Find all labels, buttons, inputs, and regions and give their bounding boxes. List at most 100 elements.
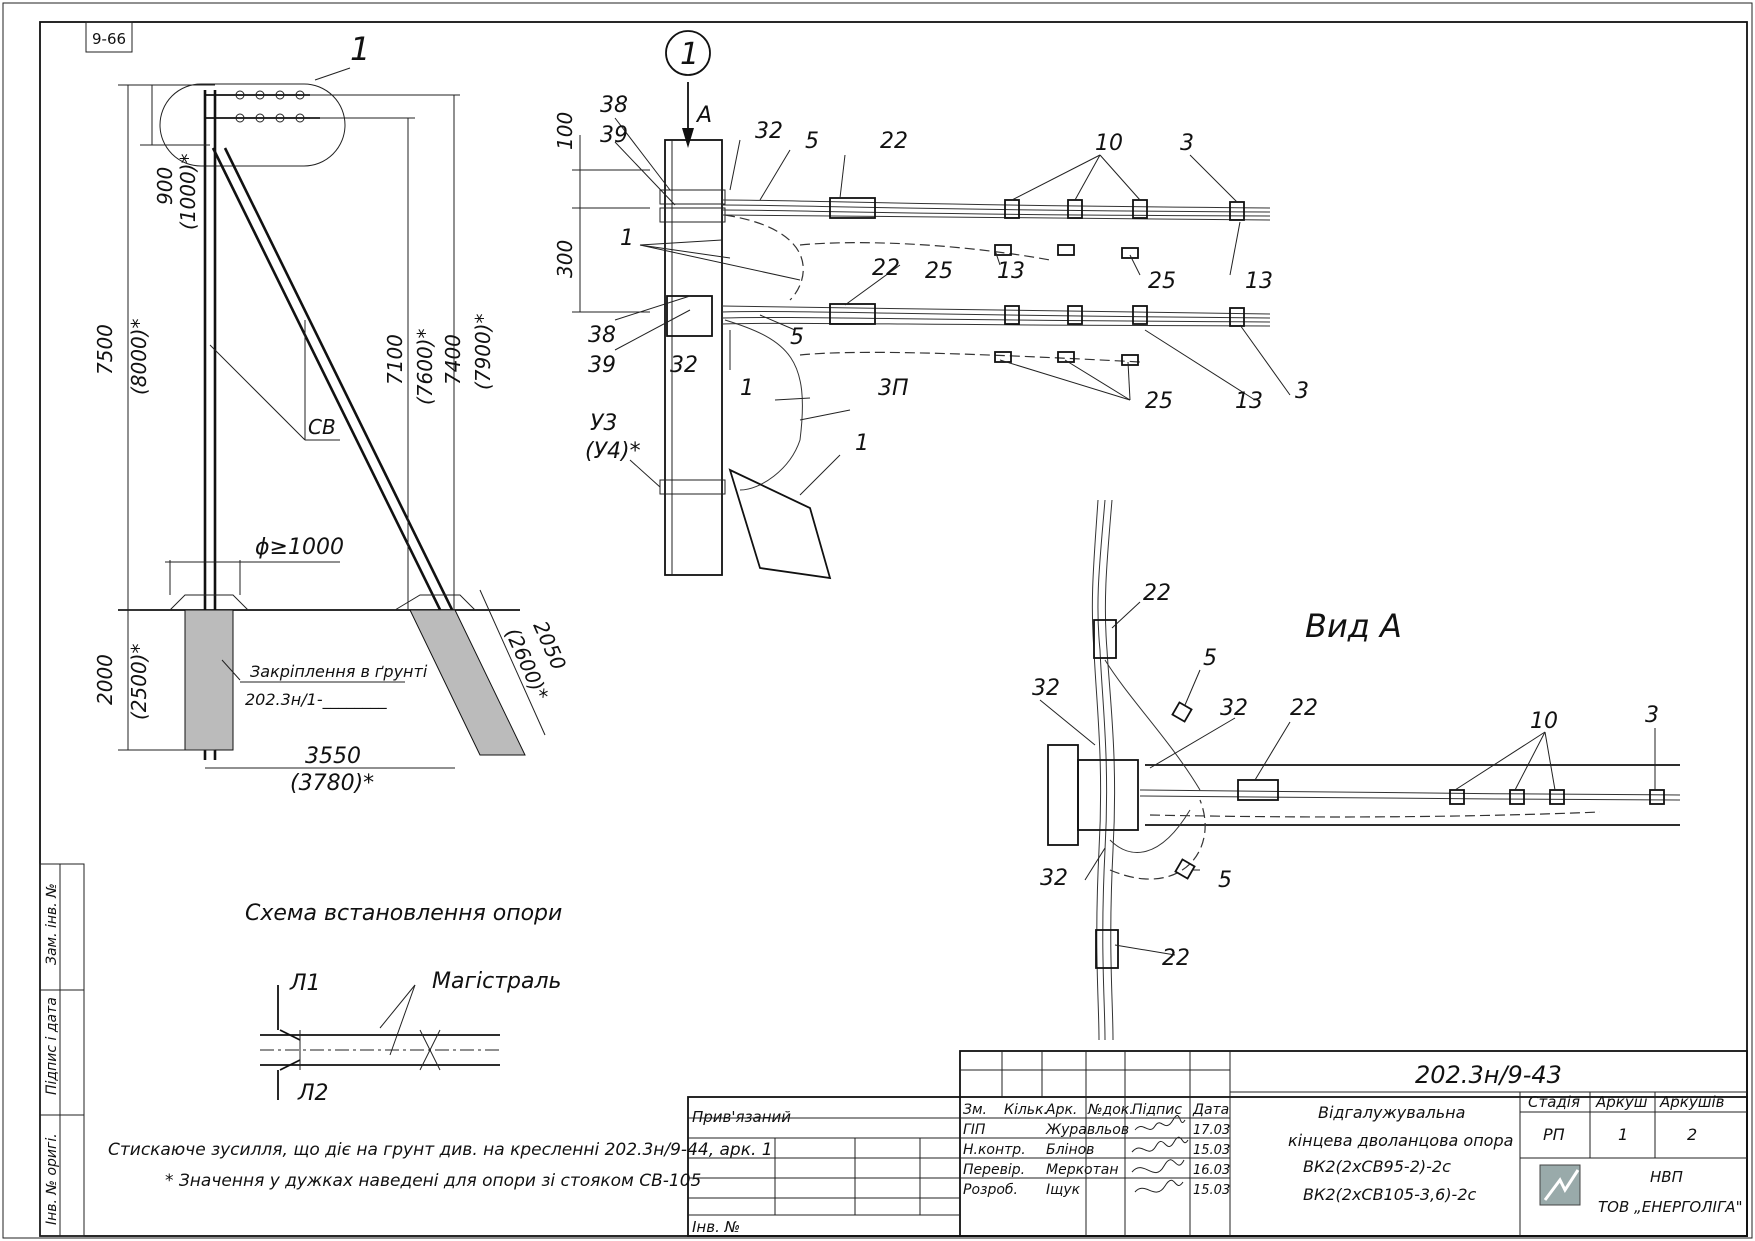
tb-row-date: 16.03 <box>1193 1163 1230 1178</box>
tb-header-ark: Арк. <box>1045 1102 1077 1118</box>
label-22-top: 22 <box>880 129 908 154</box>
label-u3: У3 <box>590 411 617 436</box>
tb-stage: РП <box>1543 1125 1565 1144</box>
dim-2000: 2000 <box>93 654 117 705</box>
view-a-label-3: 3 <box>1645 703 1659 728</box>
dim-2500: (2500)* <box>127 643 151 720</box>
sheet-code-box <box>85 21 133 53</box>
doc-title-3: ВК2(2хСВ95-2)-2с <box>1303 1157 1451 1176</box>
dim-3550: 3550 <box>305 744 361 769</box>
tb-row-role: Розроб. <box>963 1182 1018 1198</box>
label-1-middle: 1 <box>740 376 754 401</box>
callout-1: 1 <box>350 30 370 68</box>
note-2: * Значення у дужках наведені для опори з… <box>165 1171 701 1191</box>
label-39-bottom: 39 <box>588 353 616 378</box>
cb-label: СВ <box>308 415 336 439</box>
label-38-top: 38 <box>600 93 628 118</box>
tb-row-role: Перевір. <box>963 1162 1025 1178</box>
view-a-label-32-bottom: 32 <box>1040 866 1068 891</box>
tb-header-data: Дата <box>1192 1102 1229 1118</box>
sheet-code: 9-66 <box>92 30 126 48</box>
scheme-l2: Л2 <box>297 1081 329 1106</box>
tb-pryvyazanyi: Прив'язаний <box>692 1108 791 1126</box>
label-32-bottom: 32 <box>670 353 698 378</box>
doc-code: 202.3н/9-43 <box>1415 1061 1562 1089</box>
doc-title-2: кінцева дволанцова опора <box>1288 1131 1513 1150</box>
tb-header-dok: №док. <box>1087 1102 1134 1118</box>
fixing-ref: 202.3н/1-________ <box>245 690 388 710</box>
tb-header-zm: Зм. <box>963 1102 987 1118</box>
label-1-bottom: 1 <box>855 431 869 456</box>
tb-row-role: Н.контр. <box>963 1142 1026 1158</box>
label-5-bottom: 5 <box>790 325 804 350</box>
dim-7400: 7400 <box>441 334 465 385</box>
detail-circle-label: 1 <box>680 37 699 72</box>
scheme-l1: Л1 <box>289 971 321 996</box>
dim-7600: (7600)* <box>413 328 437 405</box>
dim-7100: 7100 <box>383 334 407 385</box>
view-a-label-22-mid: 22 <box>1290 696 1318 721</box>
fixing-label: Закріплення в ґрунті <box>250 662 428 681</box>
tb-sheets: 2 <box>1687 1125 1697 1144</box>
signature-1 <box>1134 1115 1186 1131</box>
label-32-top: 32 <box>755 119 783 144</box>
side-pidpys: Підпис і дата <box>44 997 60 1095</box>
dim-1000: (1000)* <box>176 153 200 230</box>
view-a: Вид А <box>1032 499 1681 1041</box>
doc-title-4: ВК2(2хСВ105-3,6)-2с <box>1303 1185 1477 1204</box>
label-13-a: 13 <box>997 259 1025 284</box>
label-3-bottom: 3 <box>1295 379 1309 404</box>
tb-sheets-h: Аркушів <box>1659 1093 1725 1111</box>
label-39-top: 39 <box>600 123 628 148</box>
org-2: ТОВ „ЕНЕРГОЛІГА" <box>1598 1198 1742 1216</box>
view-a-label-32-mid: 32 <box>1220 696 1248 721</box>
arrow-label-a: А <box>695 103 712 128</box>
label-10: 10 <box>1095 131 1123 156</box>
tb-row-date: 17.03 <box>1193 1123 1230 1138</box>
tb-row-name: Журавльов <box>1045 1122 1129 1138</box>
side-inv: Інв. № оригі. <box>44 1133 60 1225</box>
dim-300: 300 <box>553 240 577 278</box>
view-a-label-10: 10 <box>1530 709 1558 734</box>
tb-header-pidpys: Підпис <box>1132 1102 1182 1118</box>
view-a-label-5-top: 5 <box>1203 646 1217 671</box>
tb-row-name: Іщук <box>1046 1182 1081 1198</box>
pole-view: 1 900 (1000)* 7500 (8000)* <box>93 30 571 796</box>
tb-sheet-h: Аркуш <box>1595 1093 1648 1111</box>
detail-1: 1 А 100 300 <box>553 30 1309 580</box>
label-3p: 3П <box>878 376 909 401</box>
view-a-label-5-bottom: 5 <box>1218 868 1232 893</box>
label-25-c: 25 <box>1145 389 1173 414</box>
scheme-title: Схема встановлення опори <box>245 901 562 926</box>
inner-frame <box>39 21 1748 1237</box>
company-logo <box>1539 1164 1581 1206</box>
tb-stage-h: Стадія <box>1528 1093 1580 1111</box>
signature-3 <box>1131 1159 1185 1173</box>
title-block: Прив'язаний Інв. № Зм. Кільк. Арк. №док.… <box>687 1050 1748 1237</box>
view-a-label-32-left: 32 <box>1032 676 1060 701</box>
tb-row-role: ГІП <box>963 1122 986 1138</box>
org-1: НВП <box>1650 1168 1683 1186</box>
label-3-top: 3 <box>1180 131 1194 156</box>
tb-row-name: Блінов <box>1046 1142 1094 1158</box>
label-25-a: 25 <box>925 259 953 284</box>
doc-title-1: Відгалужувальна <box>1318 1103 1465 1122</box>
label-25-b: 25 <box>1148 269 1176 294</box>
note-1: Стискаюче зусилля, що діє на грунт див. … <box>108 1140 773 1160</box>
signature-4 <box>1134 1179 1184 1193</box>
label-13-c: 13 <box>1235 389 1263 414</box>
dim-3780: (3780)* <box>290 771 374 796</box>
tb-inv-no: Інв. № <box>692 1218 740 1236</box>
tb-row-date: 15.03 <box>1193 1183 1230 1198</box>
side-stamp: Зам. інв. № Підпис і дата Інв. № оригі. <box>39 863 85 1237</box>
side-zam: Зам. інв. № <box>44 883 60 965</box>
signature-2 <box>1131 1136 1189 1153</box>
label-22-mid: 22 <box>872 256 900 281</box>
label-13-b: 13 <box>1245 269 1273 294</box>
view-a-label-22-top: 22 <box>1143 581 1171 606</box>
label-38-bottom: 38 <box>588 323 616 348</box>
dim-100: 100 <box>553 112 577 150</box>
tb-row-date: 15.03 <box>1193 1143 1230 1158</box>
